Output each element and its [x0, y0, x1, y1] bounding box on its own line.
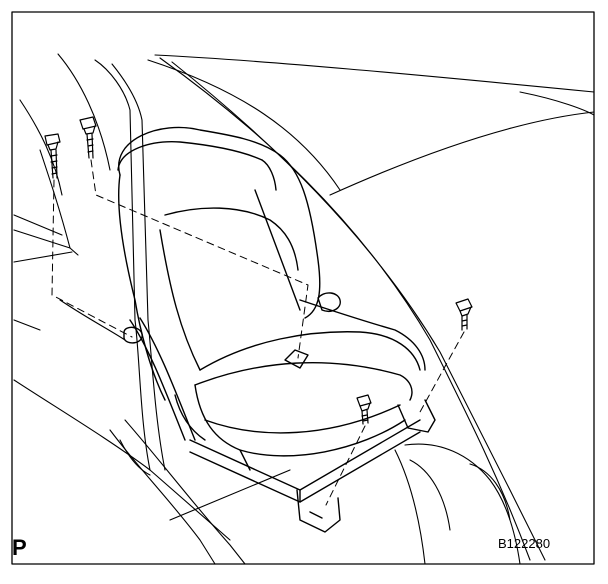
bolt-icon [356, 394, 372, 425]
vehicle-body [13, 53, 595, 565]
figure-code: B122280 [498, 536, 550, 551]
corner-letter: P [12, 535, 27, 560]
bolt-icon [455, 298, 473, 331]
bolt-icon [44, 133, 61, 179]
bolt-icon [79, 116, 97, 159]
figure-frame [11, 11, 595, 565]
guide-lines [51, 159, 465, 506]
seat-icon [117, 126, 436, 533]
